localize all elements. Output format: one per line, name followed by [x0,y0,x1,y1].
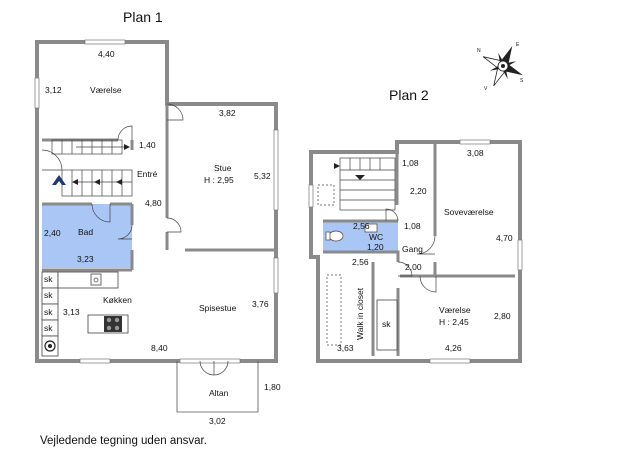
dim-label: 3,13 [63,307,80,317]
door-vaerelse [117,125,133,141]
dim-label: 4,40 [98,49,115,59]
room-label: Værelse [439,305,471,315]
stairs-plan1 [51,139,133,197]
dim-label: 3,76 [252,299,269,309]
dim-label: 2,56 [353,221,370,231]
door-bath-side [117,224,133,240]
compass-w: V [484,86,488,92]
room-label: Entré [137,169,158,179]
sink-icon [364,223,378,233]
compass-n: N [477,48,481,54]
dim-label: 2,00 [405,262,422,272]
window [273,257,279,294]
door-bath [91,203,111,223]
dim-label: 4,26 [445,343,462,353]
dim-label: 1,08 [404,221,421,231]
room-label: Gang [402,244,423,254]
dim-label: 2,40 [44,228,61,238]
window [459,139,491,145]
cabinet-label: sk [44,274,53,284]
plan2-title: Plan 2 [389,87,429,103]
cabinet-label: sk [382,319,391,329]
dim-label: 2,56 [352,257,369,267]
dim-label: 3,23 [77,254,94,264]
window [179,358,241,364]
room-label: Stue [214,163,232,173]
stair-arrow-up [124,144,130,150]
dim-label: 1,80 [264,382,281,392]
dim-label: 3,63 [337,343,354,353]
room-label: Walk in closet [355,287,365,340]
room-label: Spisestue [199,303,237,313]
room-height: H : 2,45 [439,317,469,327]
dim-label: 3,08 [467,148,484,158]
plan2-interior-walls [323,142,515,356]
compass-e: E [516,42,520,48]
window [517,239,523,271]
stairs-plan2 [317,157,396,211]
dim-label: 3,02 [209,416,226,426]
dim-label: 1,20 [367,242,384,252]
bath-area [42,204,132,268]
balcony-door [199,360,229,376]
plan2-outer-wall [309,140,522,363]
dim-label: 2,20 [410,186,427,196]
door-vaerelse2 [419,275,437,293]
wc-fixtures [325,223,378,242]
dim-label: 3,12 [45,85,62,95]
plan1-outer-wall [35,40,278,363]
room-label: Soveværelse [444,207,494,217]
cabinet [376,299,398,351]
door-stue-lower [166,217,182,233]
plan1-title: Plan 1 [123,9,163,25]
window [34,77,40,109]
dim-label: 3,82 [219,108,236,118]
room-height: H : 2,95 [204,175,234,185]
window [273,129,279,211]
cabinet-label: sk [44,290,53,300]
compass-rose-icon [482,46,523,87]
dim-label: 4,70 [496,233,513,243]
closet-shelf [326,274,342,346]
window [79,358,111,364]
room-label: Altan [209,388,229,398]
door-stue [166,103,184,121]
toilet-icon [328,230,344,242]
window [429,358,471,364]
compass-s: S [520,78,524,84]
dim-label: 5,32 [254,171,271,181]
dim-label: 2,80 [494,311,511,321]
stove-icon [104,316,122,332]
door-wc [385,208,399,222]
window [84,39,126,45]
kitchen-units [41,271,129,357]
door-gang [397,261,413,277]
plan2-floor [308,139,523,364]
dim-label: 4,80 [145,198,162,208]
room-label: Værelse [90,85,122,95]
cabinet-label: sk [44,323,53,333]
room-label: Bad [78,227,93,237]
disclaimer-text: Vejledende tegning uden ansvar. [40,435,207,447]
dim-label: 8,40 [151,343,168,353]
room-label: WC [369,232,383,242]
sink-icon [90,273,102,286]
plan1-floor [34,39,279,413]
window [308,184,314,208]
dim-label: 1,40 [139,140,156,150]
dim-label: 1,08 [402,158,419,168]
room-label: Køkken [103,295,132,305]
cabinet-label: sk [44,307,53,317]
entrance-arrow-icon [52,175,66,185]
balcony-outline [176,361,259,413]
door-sovevaerelse [416,235,436,255]
